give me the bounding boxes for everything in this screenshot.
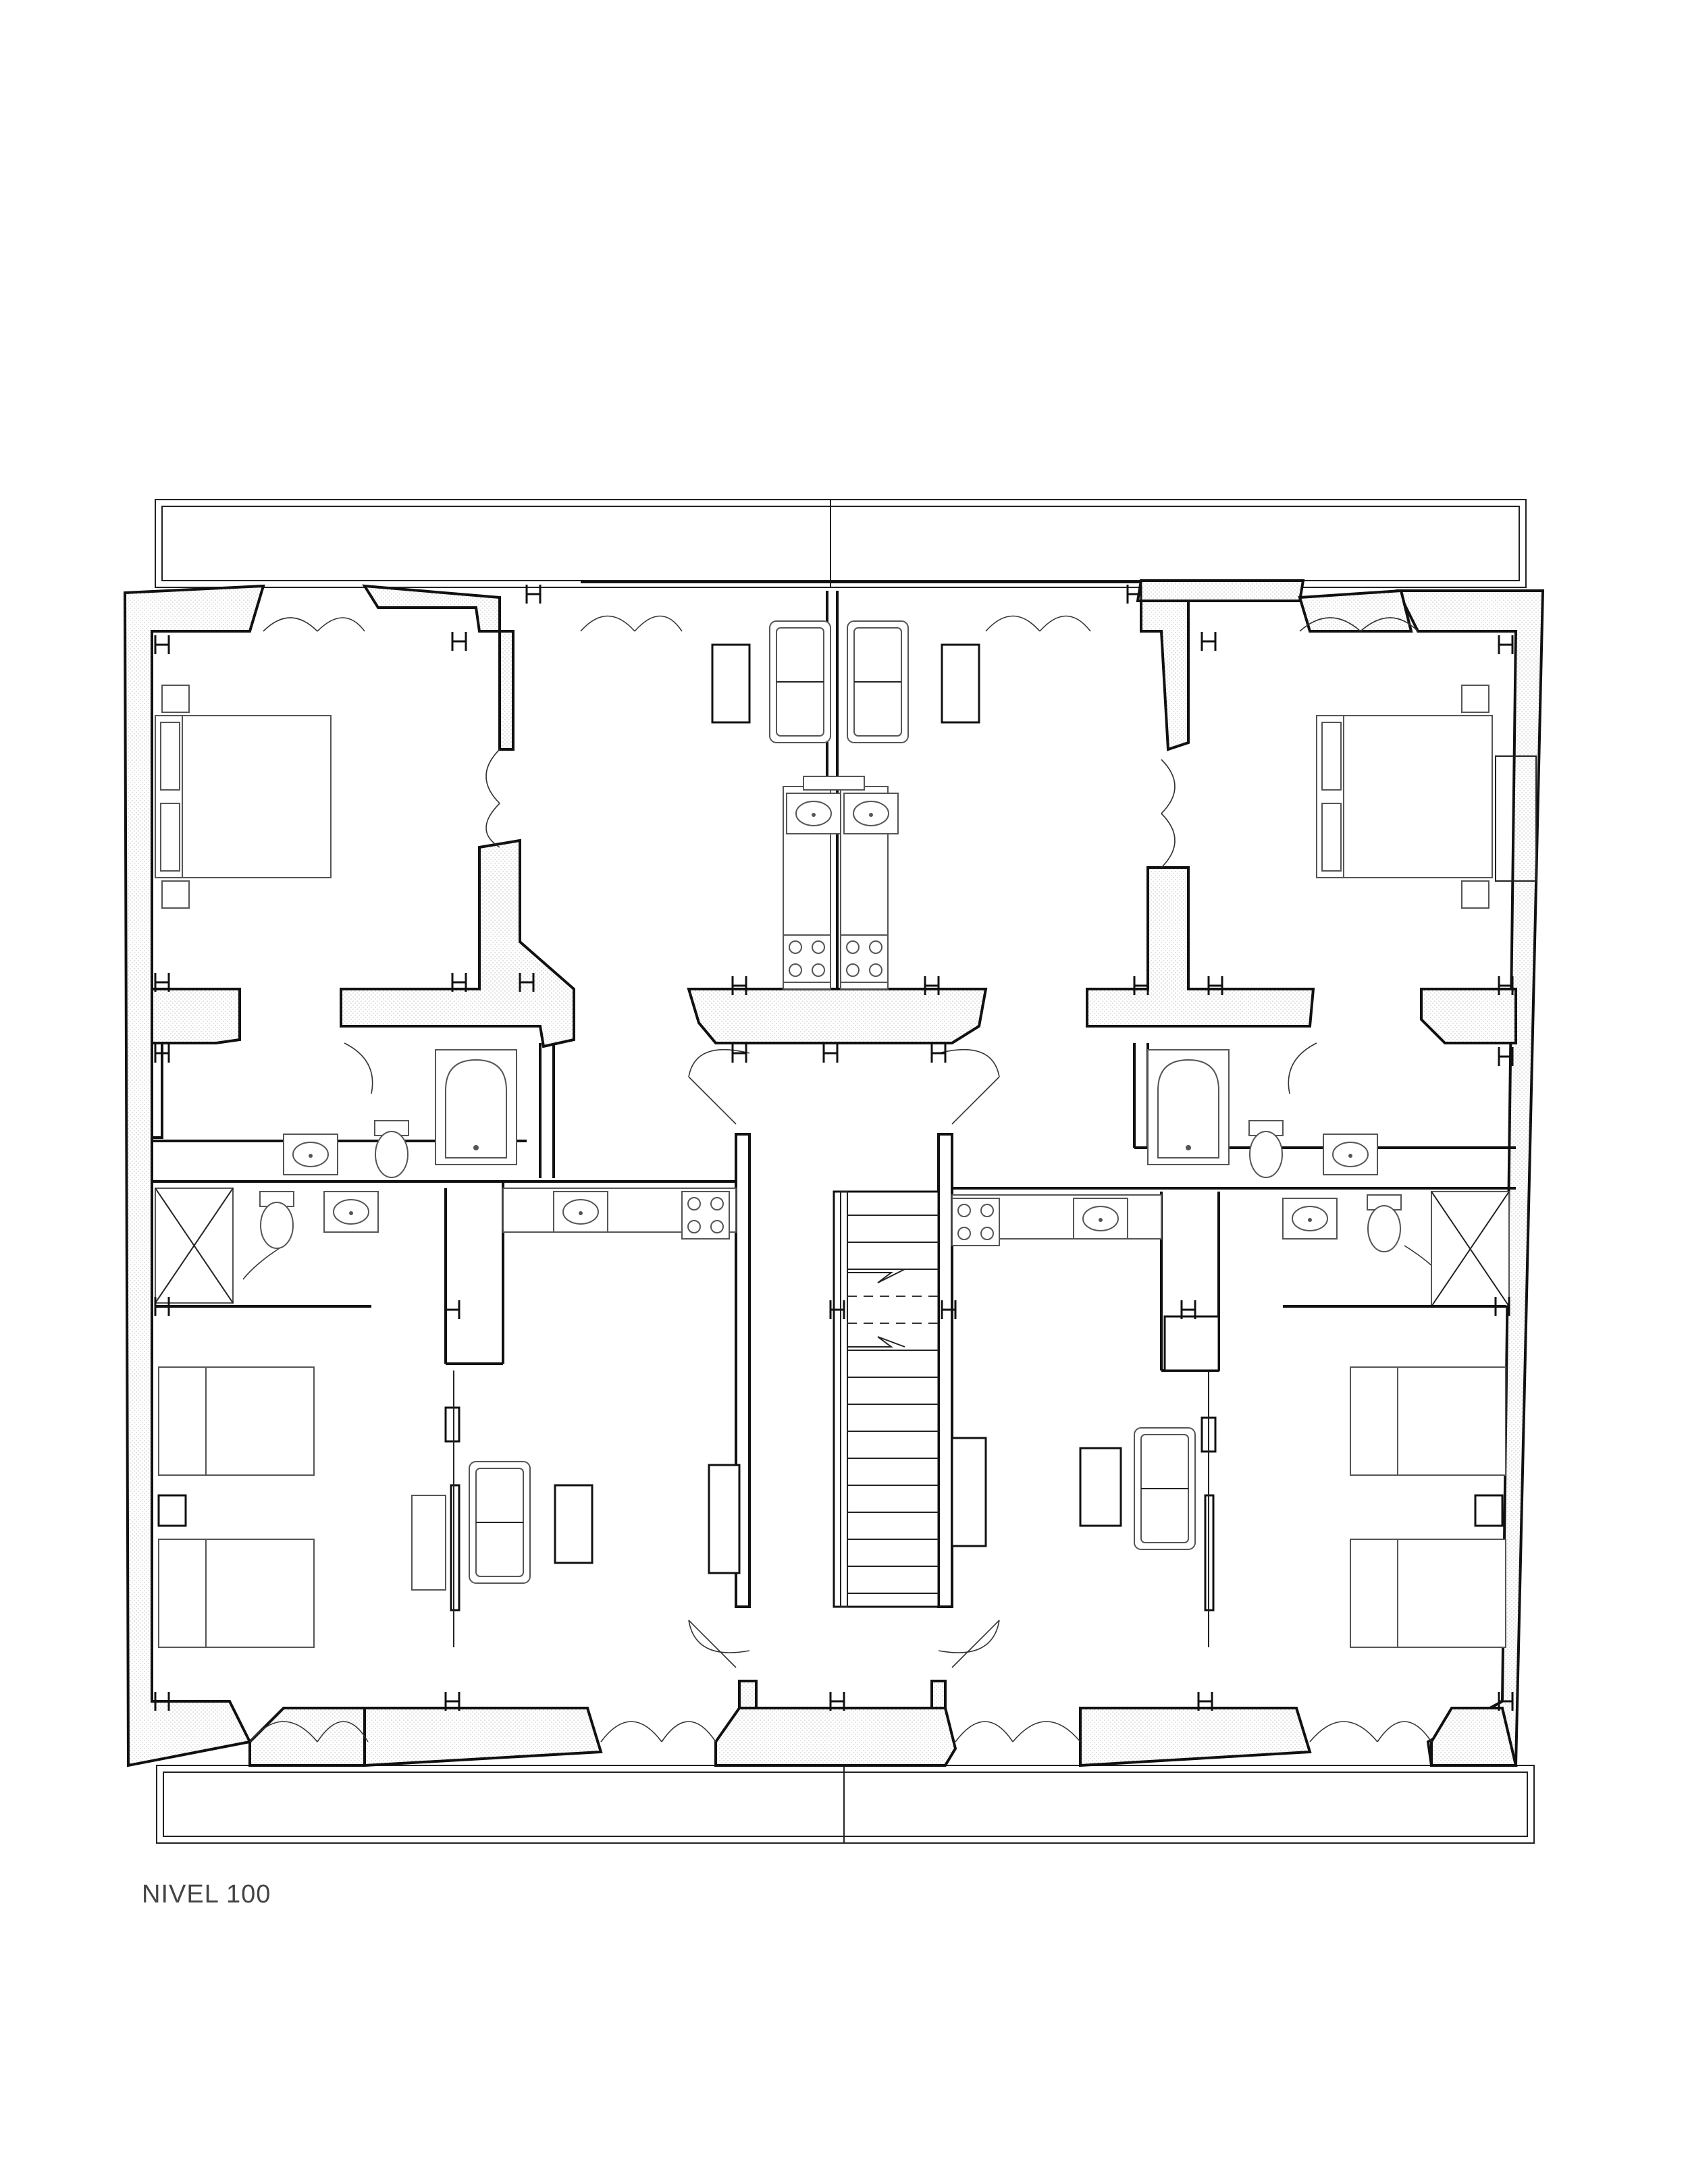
bed-right-lower-1 xyxy=(1350,1366,1506,1476)
showers xyxy=(155,1188,1510,1308)
balcony-bottom xyxy=(156,1765,1535,1844)
right-upper-walls xyxy=(945,866,1517,1372)
staircase xyxy=(833,1190,940,1608)
bed-left-upper xyxy=(155,715,332,878)
bed-left-lower-1 xyxy=(158,1366,315,1476)
bed-right-upper xyxy=(1316,715,1493,878)
level-label: NIVEL 100 xyxy=(142,1880,271,1909)
partitions xyxy=(444,1315,1220,1647)
exterior-walls xyxy=(123,579,1545,1767)
living-furniture xyxy=(411,620,1196,1591)
doors xyxy=(242,615,1446,1742)
central-core xyxy=(687,591,988,1709)
balcony-top xyxy=(155,499,1527,588)
nightstands xyxy=(157,685,1537,1527)
bed-left-lower-2 xyxy=(158,1539,315,1648)
bed-right-lower-2 xyxy=(1350,1539,1506,1648)
